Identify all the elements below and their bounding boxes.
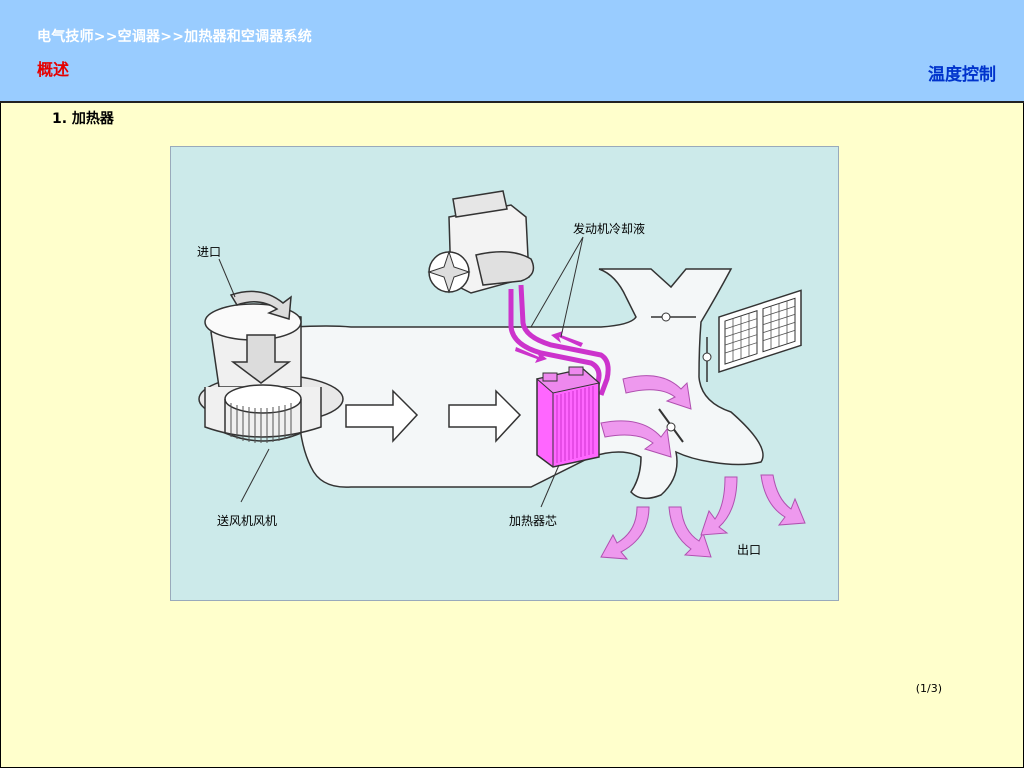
warm-air-arrow-2 [600,420,672,458]
heater-diagram: 进口 发动机冷却液 送风机风机 加热器芯 出口 [170,146,839,601]
coolant-flow-arrow-1 [515,347,547,363]
engine-block [427,190,535,294]
label-heater-core: 加热器芯 [509,514,558,528]
leader-blower [240,448,270,503]
content-heading: 1. 加热器 [52,111,114,127]
page-number: (1/3) [915,682,942,695]
label-engine-coolant: 发动机冷却液 [573,222,646,236]
heater-diagram-graphic [198,190,806,560]
heater-core [535,366,601,468]
outlet-arrow-2 [668,506,712,558]
coolant-pipe-in [518,284,611,396]
damper-upper-pivot [661,312,671,322]
label-inlet: 进口 [197,245,222,259]
header-bar: 电气技师>>空调器>>加热器和空调器系统 概述 温度控制 [0,0,1024,103]
label-blower-fan: 送风机风机 [217,514,278,528]
label-outlet: 出口 [737,543,762,557]
outlet-arrow-4 [760,474,806,526]
airflow-arrow-2 [448,389,522,443]
warm-air-arrow-1 [622,375,692,410]
leader-heater-core [540,464,560,508]
outlet-arrow-1 [600,506,650,560]
duct-body [290,268,764,500]
outlet-arrow-3 [700,476,738,536]
section-title: 温度控制 [928,65,996,85]
vent-grille [718,289,802,373]
blower-assembly [198,290,344,443]
damper-side-pivot [702,352,712,362]
coolant-pipe-out [508,289,602,399]
leader-inlet [218,258,236,298]
leader-coolant [530,236,584,338]
damper-mix-pivot [666,422,676,432]
breadcrumb: 电气技师>>空调器>>加热器和空调器系统 [37,29,312,45]
coolant-flow-arrow-2 [551,331,583,347]
airflow-arrow-1 [345,389,419,443]
slide-subtitle: 概述 [37,60,70,79]
